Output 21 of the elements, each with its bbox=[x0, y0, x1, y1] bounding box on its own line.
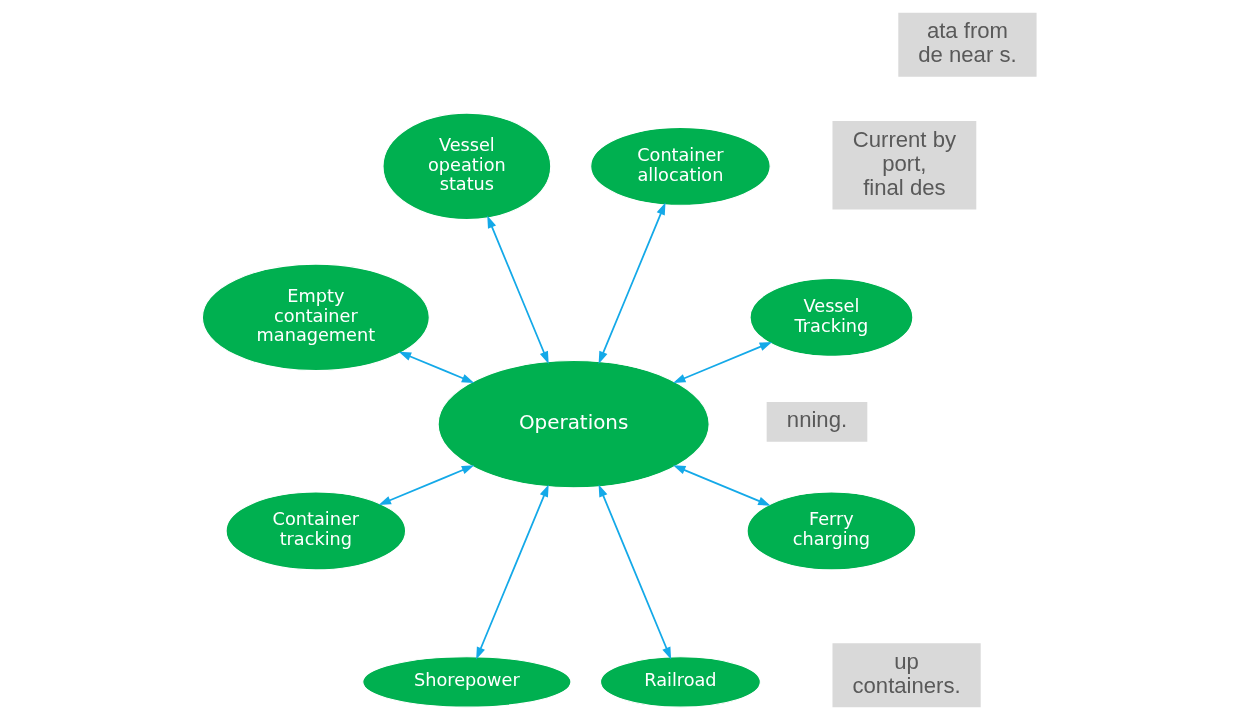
arrow bbox=[378, 465, 475, 505]
arrow bbox=[598, 202, 666, 364]
node-ellipse: Ferry charging bbox=[746, 491, 917, 571]
arrow bbox=[598, 484, 672, 660]
node-ellipse: Railroad bbox=[599, 656, 761, 708]
node-ellipse: Vessel Tracking bbox=[749, 277, 914, 357]
node-ellipse: Vessel opeation status bbox=[382, 112, 552, 221]
arrow bbox=[673, 341, 773, 383]
arrow bbox=[673, 465, 771, 506]
arrow bbox=[487, 215, 549, 364]
node-ellipse: Container tracking bbox=[225, 491, 407, 571]
node-ellipse: Empty container management bbox=[201, 263, 430, 372]
label: ata from de near s. bbox=[918, 18, 1017, 68]
label: nning. bbox=[786, 407, 848, 433]
label: Current by port, final des bbox=[852, 126, 956, 201]
label: up containers. bbox=[852, 648, 961, 698]
node-ellipse: Operations bbox=[437, 360, 710, 489]
arrow bbox=[398, 351, 475, 383]
arrow bbox=[476, 484, 549, 660]
node-ellipse: Shorepower bbox=[362, 656, 572, 708]
node-ellipse: Container allocation bbox=[590, 126, 771, 206]
